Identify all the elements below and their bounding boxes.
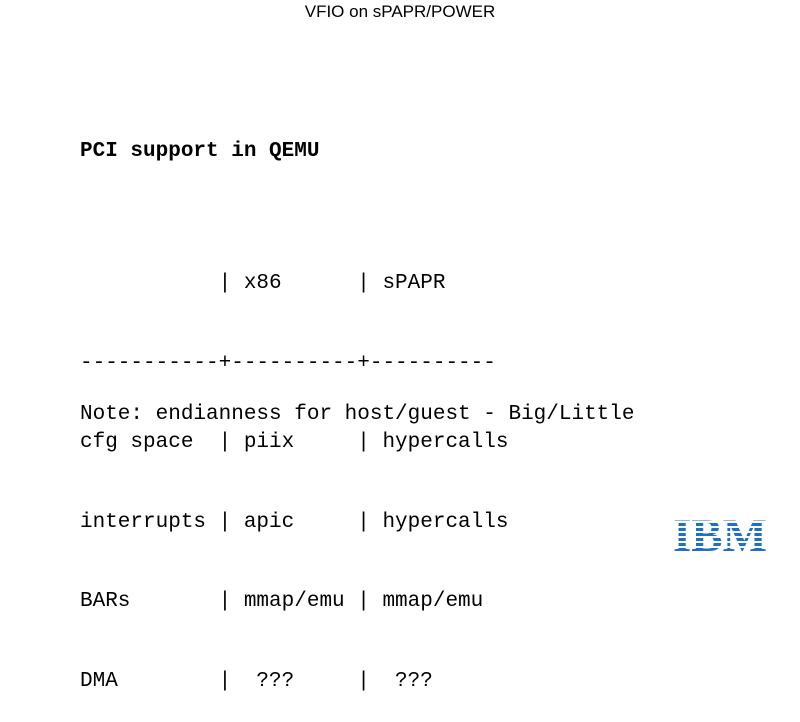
slide-title: VFIO on sPAPR/POWER bbox=[304, 2, 496, 21]
svg-text:IBM: IBM bbox=[673, 513, 767, 553]
table-row-interrupts: interrupts | apic | hypercalls bbox=[80, 510, 509, 534]
ibm-logo-icon: IBM bbox=[673, 513, 767, 553]
table-header-row: | x86 | sPAPR bbox=[80, 272, 446, 295]
table-row-dma: DMA | ??? | ??? bbox=[80, 669, 433, 693]
endianness-note: Note: endianness for host/guest - Big/Li… bbox=[80, 403, 635, 426]
table-row-cfg-space: cfg space | piix | hypercalls bbox=[80, 431, 509, 454]
slide-heading: PCI support in QEMU bbox=[80, 140, 320, 163]
pci-support-table: | x86 | sPAPR -----------+----------+---… bbox=[80, 218, 508, 722]
table-separator-row: -----------+----------+---------- bbox=[80, 351, 496, 375]
table-row-bars: BARs | mmap/emu | mmap/emu bbox=[80, 590, 484, 613]
